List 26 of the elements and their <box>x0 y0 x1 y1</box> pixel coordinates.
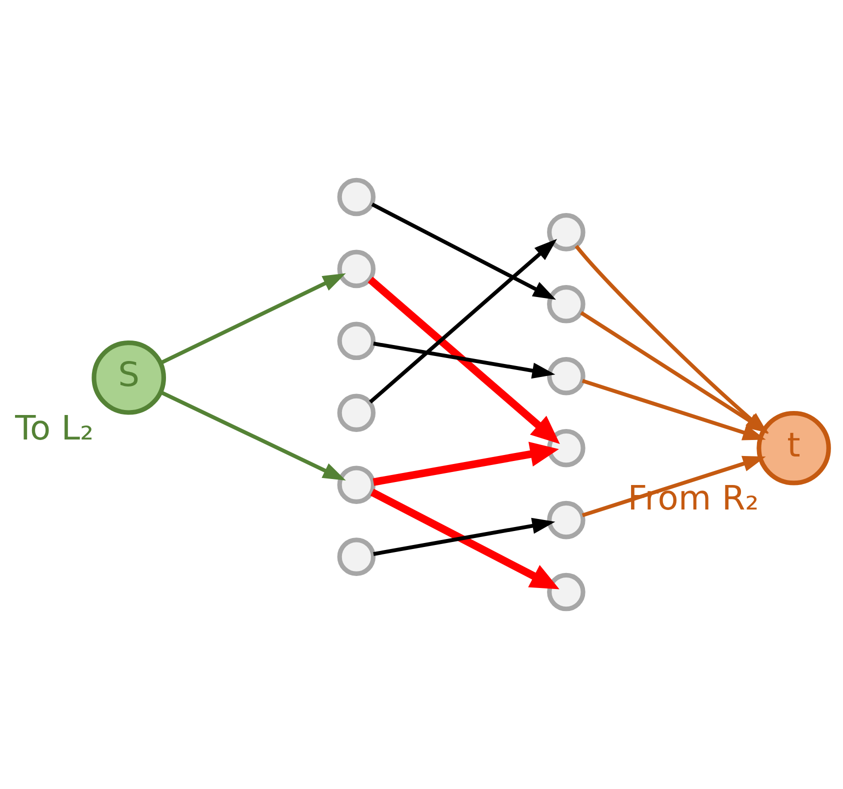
node-circle <box>547 572 586 612</box>
arrow <box>582 456 766 518</box>
node-circle: S <box>92 340 166 415</box>
arrow <box>369 238 558 404</box>
arrow <box>373 518 556 556</box>
arrow <box>160 390 346 481</box>
arrow <box>582 379 766 440</box>
node-circle <box>547 213 586 252</box>
node-circle <box>337 538 376 576</box>
arrow <box>160 273 346 365</box>
arrow <box>373 342 556 379</box>
node-circle <box>547 500 586 540</box>
node-label: To L₂ <box>15 408 94 448</box>
arrow <box>371 202 556 300</box>
node-circle <box>547 356 586 396</box>
arrow <box>368 276 560 444</box>
node-circle <box>337 394 376 432</box>
node-circle <box>337 322 376 360</box>
arrow <box>370 488 560 590</box>
node-circle <box>547 285 586 324</box>
node-circle <box>337 250 376 288</box>
arrow <box>372 442 559 486</box>
node-circle <box>337 466 376 504</box>
node-circle <box>547 428 586 468</box>
node-circle: t <box>756 410 831 486</box>
node-circle <box>337 178 376 216</box>
